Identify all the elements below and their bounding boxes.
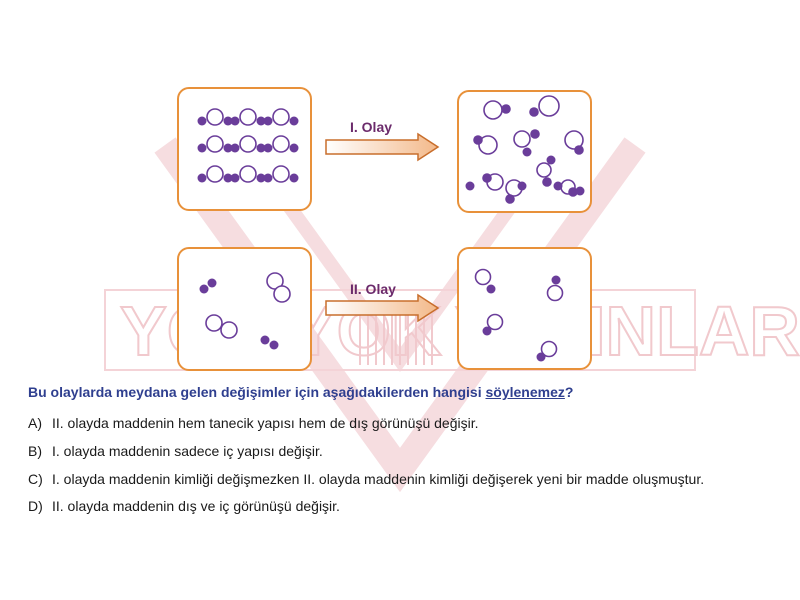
atom-filled (574, 145, 584, 155)
atom-filled (230, 116, 240, 126)
atom-filled (260, 335, 270, 345)
atom-filled (263, 143, 273, 153)
particle-diagram: I. Olay II. Olay (177, 87, 592, 371)
atom-filled (482, 173, 492, 183)
atom-filled (256, 173, 266, 183)
atom-filled (530, 129, 540, 139)
atom-filled (505, 194, 515, 204)
atom-filled (482, 326, 492, 336)
question-underlined-word: söylenemez (485, 384, 565, 400)
atom-open (536, 162, 552, 178)
atom-filled (223, 173, 233, 183)
atom-filled (536, 352, 546, 362)
option-text: I. olayda maddenin kimliği değişmezken I… (52, 471, 705, 487)
event1-label: I. Olay (350, 119, 392, 135)
atom-filled (197, 173, 207, 183)
event2-label: II. Olay (350, 281, 396, 297)
option-text: II. olayda maddenin hem tanecik yapısı h… (52, 415, 479, 431)
atom-filled (465, 181, 475, 191)
option-text: I. olayda maddenin sadece iç yapısı deği… (52, 443, 323, 459)
option-letter: D) (28, 498, 43, 514)
atom-filled (256, 143, 266, 153)
atom-filled (199, 284, 209, 294)
option-letter: B) (28, 443, 42, 459)
atom-filled (551, 275, 561, 285)
atom-open (239, 108, 257, 126)
atom-filled (529, 107, 539, 117)
atom-filled (197, 116, 207, 126)
atom-open (272, 135, 290, 153)
atom-open (272, 165, 290, 183)
atom-filled (263, 173, 273, 183)
atom-filled (289, 116, 299, 126)
atom-open (483, 100, 503, 120)
atom-open (513, 130, 531, 148)
option-c[interactable]: C) I. olayda maddenin kimliği değişmezken… (28, 469, 798, 489)
atom-open (478, 135, 498, 155)
atom-open (564, 130, 584, 150)
atom-filled (546, 155, 556, 165)
atom-filled (269, 340, 279, 350)
atom-open (205, 314, 223, 332)
option-b[interactable]: B) I. olayda maddenin sadece iç yapısı de… (28, 441, 798, 461)
atom-open (538, 95, 560, 117)
atom-filled (553, 181, 563, 191)
molecules-layer (197, 95, 585, 362)
option-a[interactable]: A) II. olayda maddenin hem tanecik yapısı… (28, 413, 798, 433)
atom-open (239, 135, 257, 153)
atom-filled (522, 147, 532, 157)
box-before-event2 (177, 247, 312, 371)
atom-filled (473, 135, 483, 145)
atom-filled (263, 116, 273, 126)
atom-open (474, 268, 492, 286)
option-letter: A) (28, 415, 42, 431)
atom-open (273, 285, 291, 303)
atom-open (220, 321, 238, 339)
atom-open (272, 108, 290, 126)
atom-open (206, 135, 224, 153)
atom-filled (289, 173, 299, 183)
option-letter: C) (28, 471, 43, 487)
atom-open (540, 340, 558, 358)
option-text: II. olayda maddenin dış ve iç görünüşü d… (52, 498, 340, 514)
option-d[interactable]: D) II. olayda maddenin dış ve iç görünüşü… (28, 496, 798, 516)
atom-filled (486, 284, 496, 294)
box-after-event2 (457, 247, 592, 370)
atom-open (486, 313, 504, 331)
atom-filled (289, 143, 299, 153)
question-mark: ? (564, 384, 574, 400)
atom-filled (568, 187, 578, 197)
arrow-event1 (325, 132, 440, 162)
atom-filled (542, 177, 552, 187)
question-text: Bu olaylarda meydana gelen değişimler iç… (28, 382, 788, 402)
atom-filled (575, 186, 585, 196)
atom-open (239, 165, 257, 183)
atom-filled (223, 116, 233, 126)
atom-open (206, 165, 224, 183)
atom-filled (207, 278, 217, 288)
atom-filled (256, 116, 266, 126)
atom-filled (517, 181, 527, 191)
atom-open (546, 284, 564, 302)
atom-filled (501, 104, 511, 114)
atom-filled (197, 143, 207, 153)
arrow-event2 (325, 293, 440, 323)
atom-filled (230, 143, 240, 153)
atom-filled (223, 143, 233, 153)
question-text-main: Bu olaylarda meydana gelen değişimler iç… (28, 384, 486, 400)
atom-open (206, 108, 224, 126)
atom-filled (230, 173, 240, 183)
